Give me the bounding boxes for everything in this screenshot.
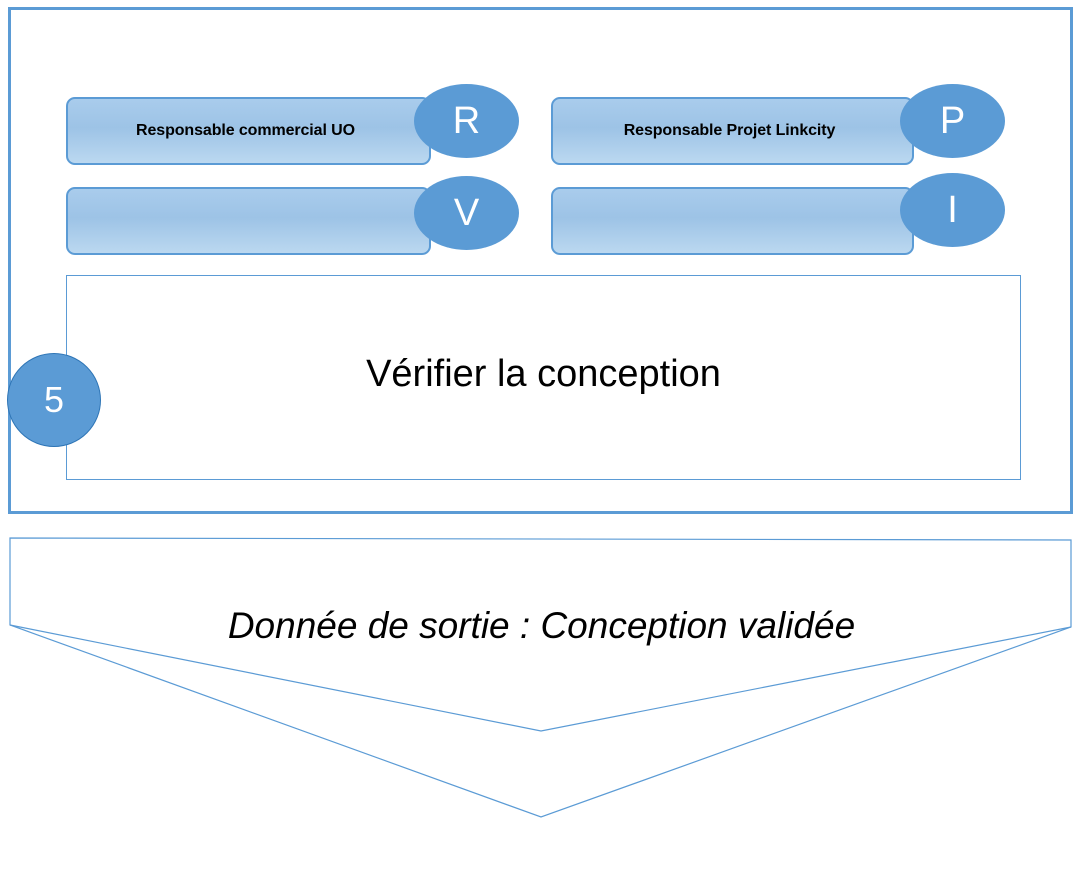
- raci-badge-responsible[interactable]: R: [414, 84, 519, 158]
- output-chevron-shape: [0, 525, 1083, 835]
- raci-badge-validator[interactable]: V: [414, 176, 519, 250]
- chevron-inner-notch-path: [9, 624, 1072, 732]
- chevron-outline-path: [9, 537, 1072, 818]
- role-bar-label: Responsable commercial UO: [136, 122, 355, 139]
- activity-title: Vérifier la conception: [366, 353, 721, 395]
- raci-badge-informed[interactable]: I: [900, 173, 1005, 247]
- output-data-label: Donnée de sortie : Conception validée: [227, 605, 856, 646]
- raci-badge-letter: V: [453, 192, 480, 234]
- role-bar-secondary-left[interactable]: [66, 187, 431, 255]
- role-bar-label: Responsable Projet Linkcity: [623, 122, 836, 139]
- raci-badge-letter: R: [452, 100, 481, 142]
- activity-box: Vérifier la conception: [66, 275, 1021, 480]
- step-number-value: 5: [43, 379, 65, 420]
- role-bar-secondary-right[interactable]: [551, 187, 914, 255]
- raci-badge-letter: I: [947, 189, 958, 231]
- step-number-badge: 5: [7, 353, 101, 447]
- raci-badge-letter: P: [939, 100, 966, 142]
- raci-badge-participant[interactable]: P: [900, 84, 1005, 158]
- role-bar-responsable-projet[interactable]: Responsable Projet Linkcity: [551, 97, 914, 165]
- process-step-container: Responsable commercial UO Responsable Pr…: [8, 7, 1073, 514]
- role-bar-responsable-commercial[interactable]: Responsable commercial UO: [66, 97, 431, 165]
